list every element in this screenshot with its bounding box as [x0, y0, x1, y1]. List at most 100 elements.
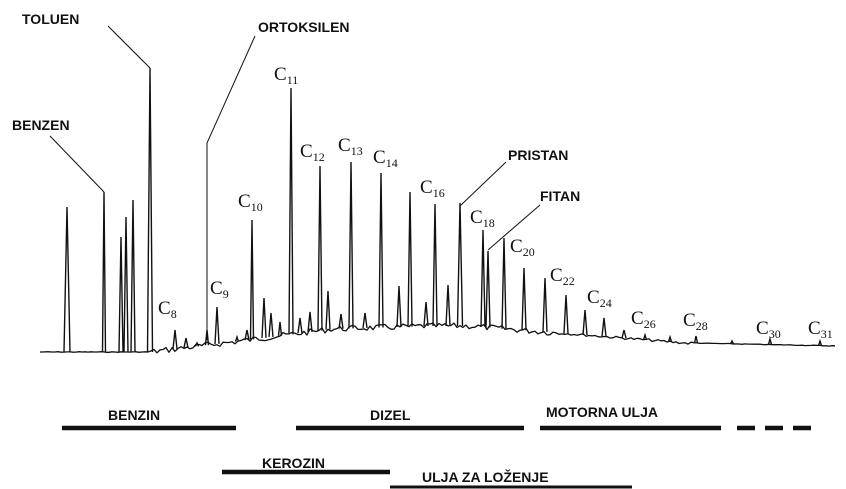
carbon-label-c9-sub: 9: [223, 287, 229, 301]
peak-36: [521, 267, 527, 331]
svg-text:C18: C18: [470, 207, 495, 230]
peak-22: [325, 290, 331, 330]
dizel-label: DIZEL: [370, 407, 411, 423]
peak-23: [338, 313, 344, 329]
peak-5: [130, 199, 136, 353]
svg-text:C31: C31: [808, 318, 833, 341]
benzen-label: BENZEN: [12, 117, 70, 133]
peak-8: [183, 337, 189, 348]
carbon-label-c10: C: [238, 191, 251, 212]
carbon-label-c26: C: [631, 308, 644, 329]
carbon-label-c31: C: [808, 318, 821, 339]
carbon-label-c11: C: [274, 64, 287, 85]
peak-27: [396, 285, 402, 327]
carbon-label-c22: C: [550, 265, 563, 286]
toluen-leader-line: [107, 25, 151, 69]
carbon-label-c13-sub: 13: [351, 144, 363, 158]
peak-46: [767, 336, 773, 345]
peak-26: [378, 172, 384, 328]
svg-text:C24: C24: [587, 287, 612, 310]
carbon-label-c28: C: [683, 310, 696, 331]
svg-text:C12: C12: [300, 141, 325, 164]
carbon-label-c11-sub: 11: [287, 73, 299, 87]
peak-31: [445, 284, 451, 327]
peak-12: [234, 334, 240, 342]
pristan-label: PRISTAN: [508, 147, 568, 163]
carbon-label-c26-sub: 26: [644, 317, 656, 331]
peak-14: [249, 219, 255, 340]
carbon-label-c8: C: [158, 298, 171, 319]
peak-32: [456, 202, 464, 327]
svg-text:C10: C10: [238, 191, 263, 214]
carbon-label-c18: C: [470, 207, 483, 228]
carbon-label-c22-sub: 22: [563, 274, 575, 288]
peak-28: [407, 191, 413, 327]
fitan-label: FITAN: [540, 188, 580, 204]
carbon-label-c18-sub: 18: [483, 216, 495, 230]
peak-30: [432, 203, 438, 327]
svg-text:C9: C9: [210, 278, 229, 301]
peak-13: [244, 329, 250, 341]
carbon-label-c20-sub: 20: [523, 245, 535, 259]
peak-1: [63, 206, 71, 353]
svg-text:C14: C14: [373, 147, 398, 170]
peak-33: [480, 229, 486, 328]
toluen-label: TOLUEN: [22, 11, 79, 27]
svg-text:C20: C20: [510, 236, 535, 259]
peak-19: [297, 317, 303, 334]
peak-41: [621, 329, 627, 339]
svg-text:C13: C13: [338, 135, 363, 158]
carbon-label-c12: C: [300, 141, 313, 162]
benzen-leader-line: [49, 135, 105, 193]
motorna-ulja-label: MOTORNA ULJA: [546, 404, 658, 420]
carbon-label-c24: C: [587, 287, 600, 308]
svg-text:C11: C11: [274, 64, 298, 87]
peak-11: [214, 306, 220, 344]
svg-text:C28: C28: [683, 310, 708, 333]
carbon-label-c30-sub: 30: [769, 327, 781, 341]
ortoksilen-label: ORTOKSILEN: [258, 19, 350, 35]
peak-44: [693, 335, 699, 344]
svg-text:C22: C22: [550, 265, 575, 288]
peak-17: [277, 321, 283, 336]
peak-4: [123, 216, 129, 353]
peak-35: [501, 237, 507, 329]
peak-43: [667, 334, 673, 343]
carbon-label-c9: C: [210, 278, 223, 299]
svg-text:C16: C16: [420, 177, 445, 200]
carbon-label-c24-sub: 24: [600, 296, 612, 310]
peak-15: [261, 297, 267, 338]
peak-6: [146, 67, 154, 353]
peak-3: [118, 236, 124, 353]
peak-2: [101, 191, 107, 353]
peak-47: [817, 338, 823, 346]
carbon-label-c28-sub: 28: [696, 319, 708, 333]
fitan-leader-line: [487, 204, 541, 251]
chromatogram-peaks: [63, 67, 823, 353]
peak-42: [642, 332, 648, 341]
peak-16: [268, 312, 274, 338]
carbon-label-c8-sub: 8: [171, 307, 177, 321]
pristan-leader-line: [459, 161, 507, 207]
peak-45: [729, 339, 735, 345]
peak-39: [582, 309, 588, 336]
chromatogram-baseline: [40, 322, 836, 354]
carbon-label-c31-sub: 31: [821, 327, 833, 341]
kerozin-label: KEROZIN: [262, 455, 325, 471]
carbon-label-c16: C: [420, 177, 433, 198]
peak-21: [317, 165, 323, 331]
ortoksilen-leader-line: [206, 35, 256, 144]
svg-text:C30: C30: [756, 318, 781, 341]
peak-29: [423, 301, 429, 327]
svg-text:C26: C26: [631, 308, 656, 331]
carbon-label-c14-sub: 14: [386, 156, 398, 170]
peak-25: [362, 312, 368, 329]
peak-24: [348, 161, 354, 329]
peak-18: [288, 87, 294, 335]
peak-37: [542, 277, 548, 333]
peak-20: [307, 311, 313, 332]
carbon-label-c16-sub: 16: [433, 186, 445, 200]
carbon-label-c13: C: [338, 135, 351, 156]
carbon-label-c30: C: [756, 318, 769, 339]
